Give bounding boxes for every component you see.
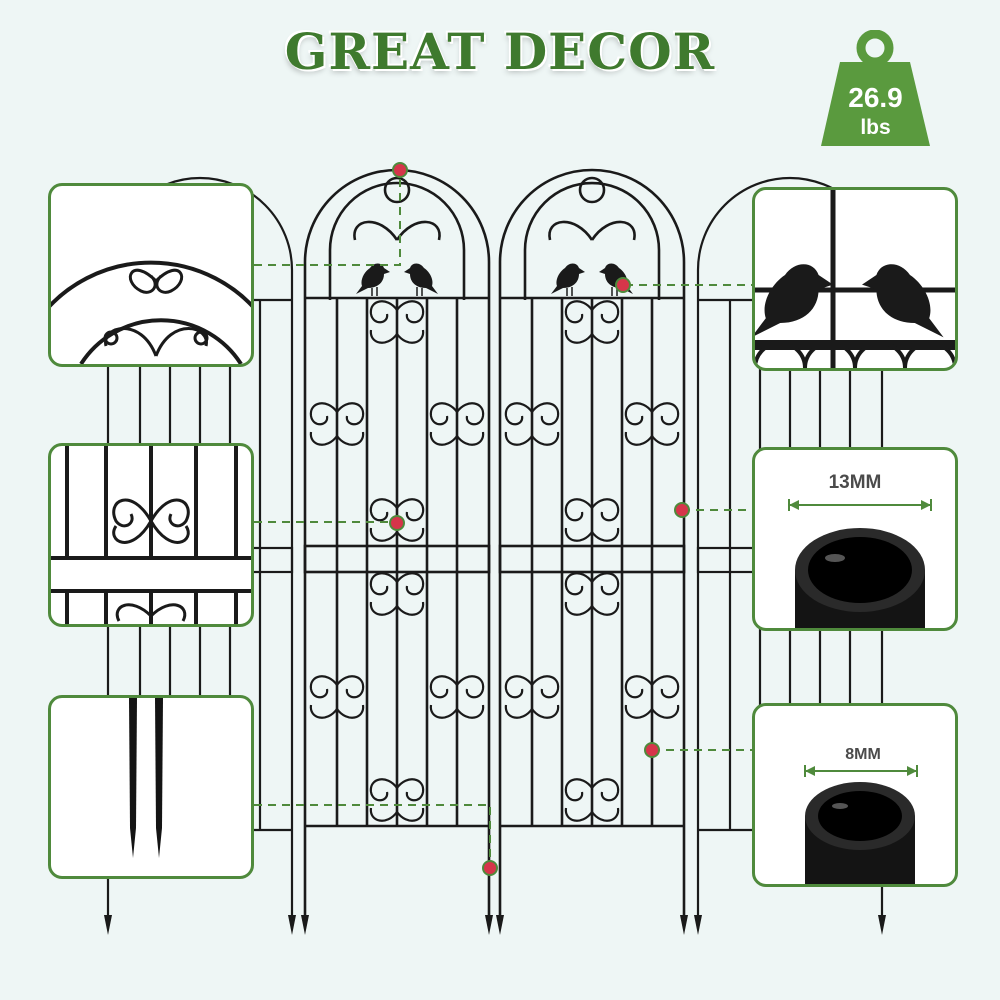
- weight-icon: [821, 30, 930, 146]
- weight-unit: lbs: [860, 116, 891, 139]
- callout-arch-detail: [48, 183, 254, 367]
- callout-small-tube: 8MM: [752, 703, 958, 887]
- ground-stake-icon: [129, 698, 163, 858]
- stake-tips: [104, 915, 886, 935]
- crossbar-scroll-detail-icon: [51, 446, 251, 624]
- weight-value: 26.9: [848, 82, 903, 113]
- callout-stake-detail: [48, 695, 254, 879]
- tube-diameter-13mm: 13MM: [828, 472, 882, 493]
- bird-ornament-detail-icon: [755, 190, 955, 368]
- front-panel-left: [303, 168, 491, 920]
- scroll-arch-detail-icon: [51, 260, 251, 364]
- callout-bird-detail: [752, 187, 958, 371]
- small-tube-icon: [804, 765, 918, 884]
- front-panel-right: [498, 168, 686, 920]
- tube-diameter-8mm: 8MM: [845, 746, 881, 763]
- callout-large-tube: 13MM: [752, 447, 958, 631]
- weight-badge: 26.9 lbs: [818, 30, 933, 148]
- callout-crossbar-detail: [48, 443, 254, 627]
- large-tube-icon: [788, 499, 932, 628]
- page-title: GREAT DECOR: [284, 22, 716, 81]
